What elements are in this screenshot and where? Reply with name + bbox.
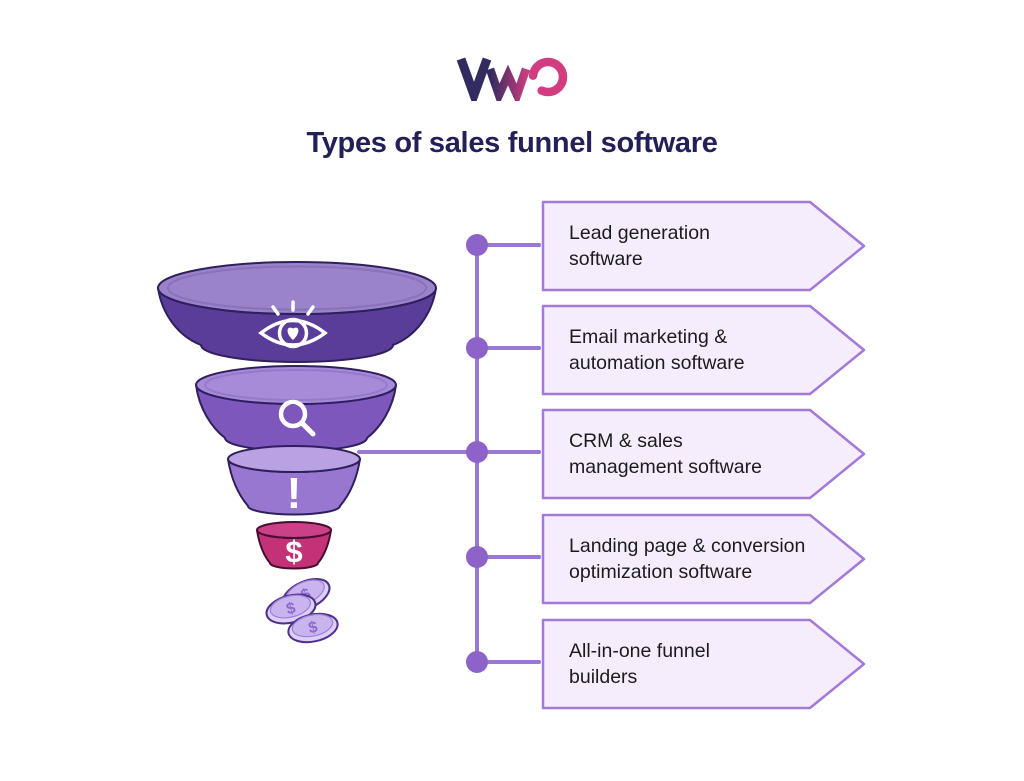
connector-dot-4	[466, 546, 488, 568]
funnel-stage-3: !	[227, 445, 361, 518]
svg-text:$: $	[285, 600, 298, 619]
label-line: management software	[569, 456, 762, 478]
arrow-shape	[541, 618, 866, 710]
funnel-stage-4: $	[256, 521, 332, 570]
label-line: optimization software	[569, 561, 753, 583]
label-line: automation software	[569, 352, 745, 374]
arrow-shape	[541, 513, 866, 605]
label-row-all-in-one: All-in-one funnel builders	[541, 618, 867, 710]
label-line: Lead generation	[569, 222, 710, 244]
svg-text:$: $	[307, 619, 319, 637]
vwo-logo-icon	[456, 57, 568, 101]
connector-branch-4	[479, 555, 541, 559]
label-line: software	[569, 248, 643, 270]
magnifier-icon	[278, 399, 316, 437]
connector-branch-5	[479, 660, 541, 664]
connector-dot-3	[466, 441, 488, 463]
connector-dot-2	[466, 337, 488, 359]
connector-dot-1	[466, 234, 488, 256]
logo-brand-text: VWO	[0, 0, 1, 1]
label-row-lead-generation: Lead generation software	[541, 200, 867, 292]
connector-branch-3	[479, 450, 541, 454]
vwo-logo	[456, 57, 568, 101]
page-title: Types of sales funnel software	[306, 127, 718, 159]
label-row-landing-page: Landing page & conversion optimization s…	[541, 513, 867, 605]
label-row-crm: CRM & sales management software	[541, 408, 867, 500]
arrow-shape	[541, 408, 866, 500]
label-line: CRM & sales	[569, 430, 683, 452]
eye-heart-icon	[258, 300, 328, 349]
arrow-shape	[541, 304, 866, 396]
sales-funnel-illustration: ! $ $ $ $	[157, 261, 437, 644]
connector-branch-2	[479, 346, 541, 350]
label-row-email-marketing: Email marketing & automation software	[541, 304, 867, 396]
arrow-shape	[541, 200, 866, 292]
label-line: All-in-one funnel	[569, 640, 710, 662]
exclamation-icon: !	[287, 469, 302, 518]
coins-icon: $ $ $	[265, 578, 339, 644]
label-line: Landing page & conversion	[569, 535, 806, 557]
label-line: builders	[569, 666, 638, 688]
funnel-stage-2	[195, 365, 397, 452]
connector-branch-1	[479, 243, 541, 247]
connector-dot-5	[466, 651, 488, 673]
funnel-to-line-connector	[357, 450, 477, 454]
label-line: Email marketing &	[569, 326, 728, 348]
funnel-stage-1	[157, 261, 437, 363]
dollar-icon: $	[285, 534, 302, 569]
